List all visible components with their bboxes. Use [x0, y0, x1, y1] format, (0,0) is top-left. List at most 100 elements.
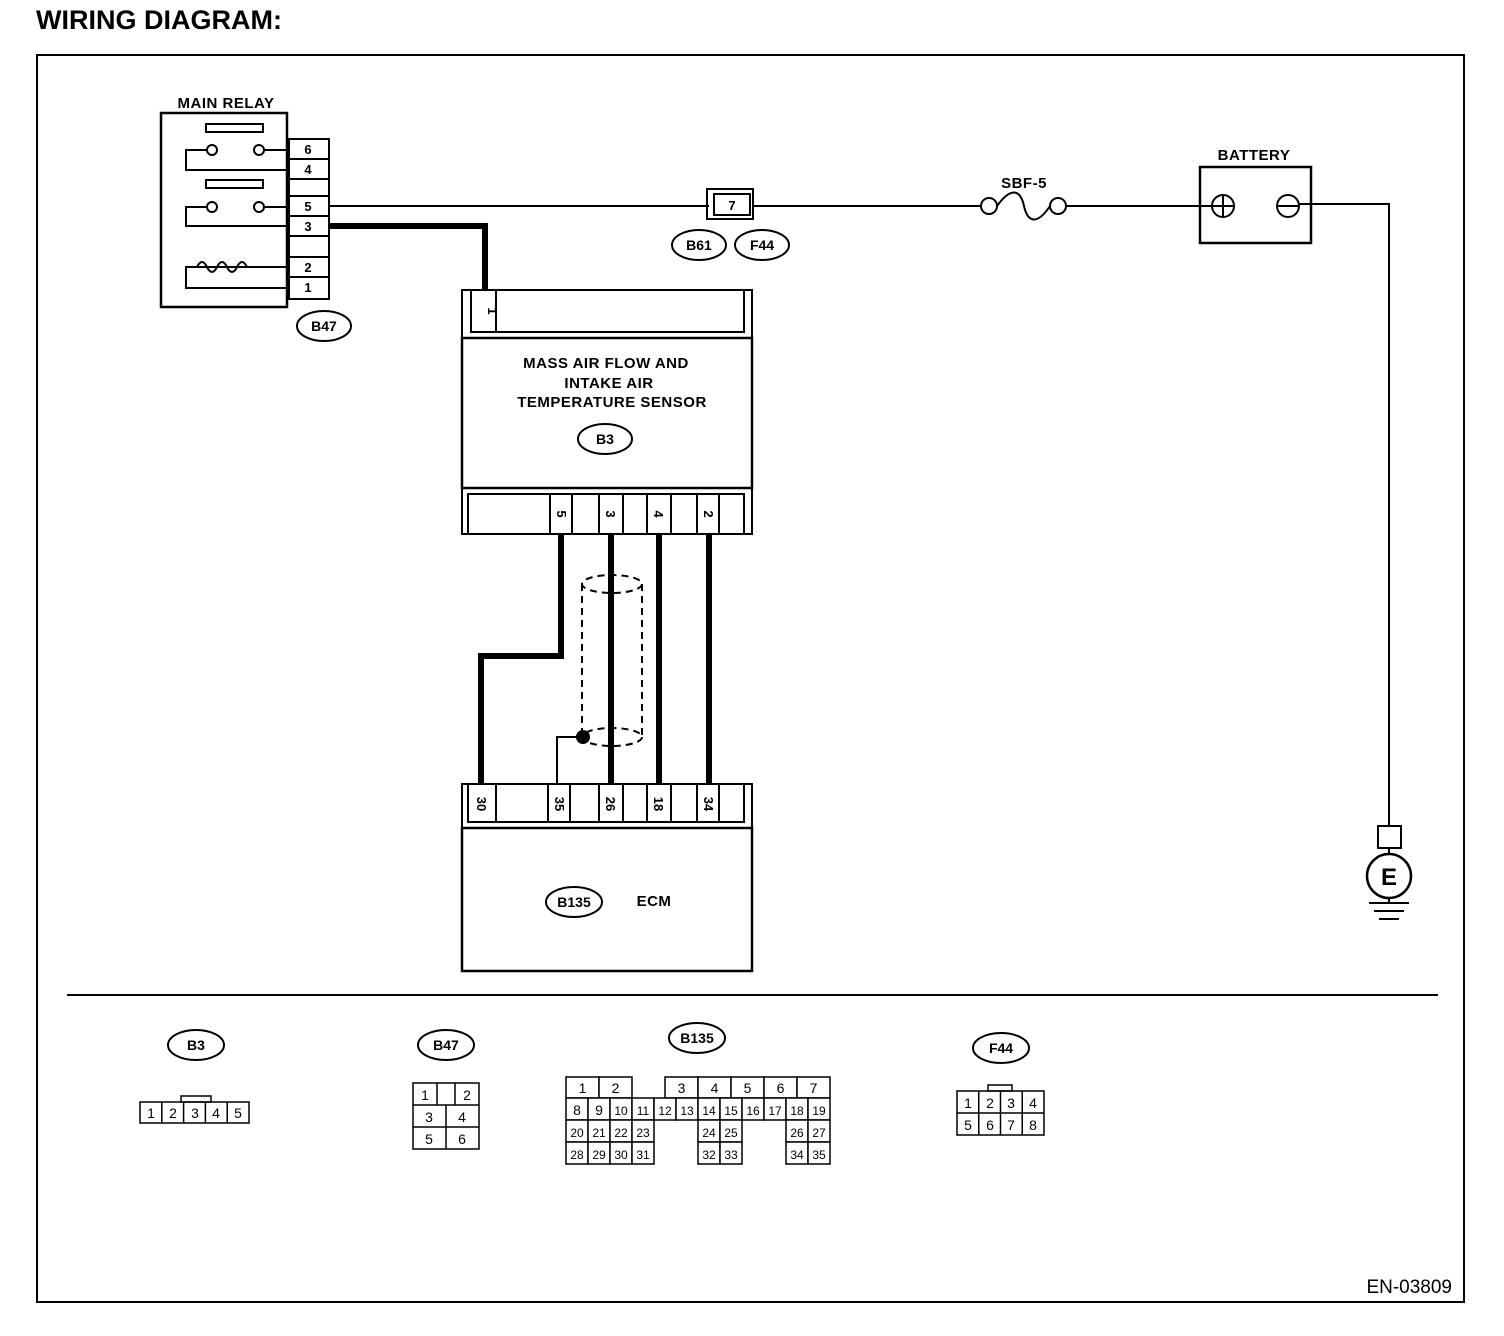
b135-cell-19: 19 [812, 1104, 826, 1118]
b47-cell-5: 5 [425, 1131, 433, 1147]
ecm-connector-id: B135 [557, 894, 591, 910]
battery-label: BATTERY [1218, 147, 1291, 164]
sensor-label-line3: TEMPERATURE SENSOR [517, 394, 707, 411]
main-relay-label: MAIN RELAY [178, 95, 275, 112]
figure-code: EN-03809 [1366, 1277, 1452, 1298]
b3-cell-4: 4 [212, 1105, 220, 1121]
ecm-pin-35: 35 [552, 797, 567, 811]
ecm: 30 35 26 18 34 B135 ECM [460, 783, 754, 973]
f44-cell-4: 4 [1029, 1095, 1037, 1111]
relay-pin-3: 3 [304, 219, 311, 234]
b135-cell-7: 7 [810, 1080, 818, 1096]
b135-cell-20: 20 [570, 1126, 584, 1140]
b135-cell-8: 8 [573, 1102, 581, 1118]
connector-view-b3: B3 1 2 3 4 5 [139, 1029, 250, 1124]
b135-cell-32: 32 [702, 1148, 716, 1162]
page-title: WIRING DIAGRAM: [36, 5, 282, 35]
battery: BATTERY [1198, 147, 1313, 245]
b135-cell-10: 10 [614, 1104, 628, 1118]
fuse-sbf5: SBF-5 [980, 175, 1067, 221]
f44-cell-3: 3 [1007, 1095, 1015, 1111]
b135-cell-28: 28 [570, 1148, 584, 1162]
ecm-pin-34: 34 [701, 797, 716, 812]
b135-cell-12: 12 [658, 1104, 672, 1118]
connector-view-b47: B47 1 2 3 4 5 6 [412, 1029, 480, 1150]
b47-cell-2: 2 [463, 1087, 471, 1103]
b135-cell-26: 26 [790, 1126, 804, 1140]
sensor-pin-5: 5 [554, 510, 569, 517]
sensor-pin-2: 2 [701, 510, 716, 517]
b47-cell-4: 4 [458, 1109, 466, 1125]
b135-cell-31: 31 [636, 1148, 650, 1162]
joint-connector: 7 B61 F44 [671, 188, 790, 261]
b135-cell-5: 5 [744, 1080, 752, 1096]
b135-cell-24: 24 [702, 1126, 716, 1140]
f44-cell-5: 5 [964, 1117, 972, 1133]
wire-battery-to-ground [1299, 203, 1390, 826]
b3-cell-1: 1 [147, 1105, 155, 1121]
f44-cell-2: 2 [986, 1095, 994, 1111]
b135-cell-box [807, 1141, 831, 1165]
ground-e: E [1365, 825, 1413, 920]
shield [556, 574, 643, 784]
maf-sensor: 1 MASS AIR FLOW AND INTAKE AIR TEMPERATU… [460, 289, 754, 535]
b135-cell-22: 22 [614, 1126, 628, 1140]
sensor-pin-1: 1 [485, 307, 500, 314]
diagram-frame [36, 54, 1465, 1303]
ecm-label: ECM [637, 893, 672, 910]
sensor-pin-3: 3 [603, 510, 618, 517]
b135-cell-25: 25 [724, 1126, 738, 1140]
relay-pin-1: 1 [304, 280, 311, 295]
relay-pin-4: 4 [304, 162, 312, 177]
b3-cell-3: 3 [191, 1105, 199, 1121]
ecm-pin-30: 30 [474, 797, 489, 811]
b135-cell-21: 21 [592, 1126, 606, 1140]
ecm-pin-18: 18 [651, 797, 666, 811]
f44-cell-8: 8 [1029, 1117, 1037, 1133]
b135-cell-17: 17 [768, 1104, 782, 1118]
sensor-pin-4: 4 [651, 510, 666, 518]
sensor-label-line2: INTAKE AIR [564, 375, 653, 392]
b135-cell-27: 27 [812, 1126, 826, 1140]
f44-cell-1: 1 [964, 1095, 972, 1111]
b135-cell-9: 9 [595, 1102, 603, 1118]
b135-cell-11: 11 [637, 1104, 650, 1118]
b135-cell-29: 29 [592, 1148, 606, 1162]
relay-pin-5: 5 [304, 199, 311, 214]
b135-cell-35: 35 [812, 1148, 826, 1162]
b135-cell-33: 33 [724, 1148, 738, 1162]
main-relay: MAIN RELAY 6 4 5 3 2 1 B47 [159, 95, 352, 342]
b135-cell-box [631, 1141, 655, 1165]
b135-cell-4: 4 [711, 1080, 719, 1096]
connector-view-f44: F44 1 2 3 4 5 6 7 8 [956, 1032, 1045, 1136]
b135-cell-1: 1 [579, 1080, 587, 1096]
b135-cell-13: 13 [680, 1104, 694, 1118]
b135-cell-3: 3 [678, 1080, 686, 1096]
b135-cell-30: 30 [614, 1148, 628, 1162]
fuse-label: SBF-5 [1001, 175, 1047, 192]
sensor-connector-id: B3 [596, 431, 614, 447]
f44-cell-7: 7 [1007, 1117, 1015, 1133]
b135-cell-18: 18 [790, 1104, 804, 1118]
b135-cell-6: 6 [777, 1080, 785, 1096]
b47-cell-3: 3 [425, 1109, 433, 1125]
sensor-label-line1: MASS AIR FLOW AND [523, 355, 689, 372]
view-b47-id: B47 [433, 1037, 459, 1053]
b47-cell-6: 6 [458, 1131, 466, 1147]
b135-cell-23: 23 [636, 1126, 650, 1140]
b135-cell-15: 15 [724, 1104, 738, 1118]
b135-cell-box [719, 1141, 743, 1165]
relay-pin-2: 2 [304, 260, 311, 275]
joint-id-f44: F44 [750, 237, 774, 253]
f44-cell-6: 6 [986, 1117, 994, 1133]
view-b135-id: B135 [680, 1030, 714, 1046]
joint-pin-7: 7 [728, 198, 735, 213]
relay-connector-id: B47 [311, 318, 337, 334]
b135-cell-14: 14 [702, 1104, 716, 1118]
b135-cell-16: 16 [746, 1104, 760, 1118]
wire-relay-to-sensor [329, 223, 488, 290]
b3-cell-5: 5 [234, 1105, 242, 1121]
b135-cell-2: 2 [612, 1080, 620, 1096]
